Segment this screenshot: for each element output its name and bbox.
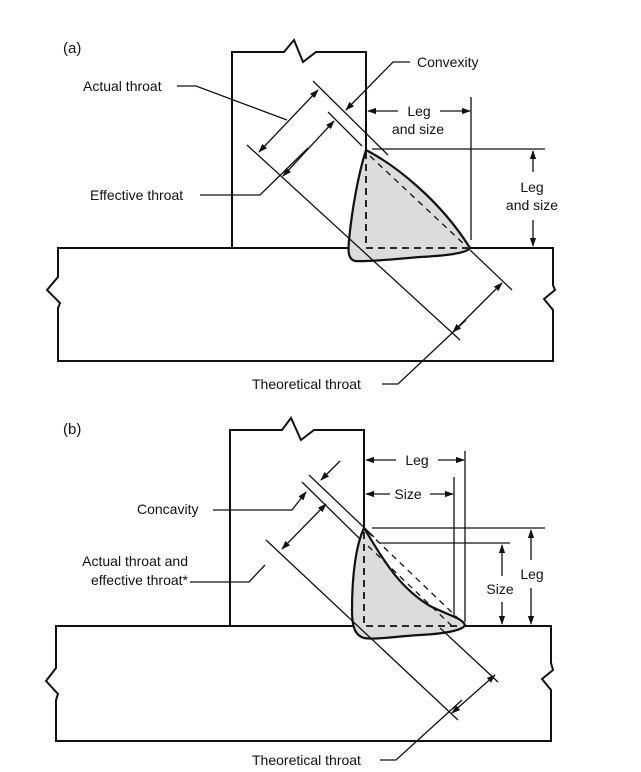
panel-a: (a) Actual throat Effective throat Conve…	[45, 38, 558, 392]
theoretical-throat-dimension-b	[451, 674, 496, 714]
actual-effective-throat-label-1: Actual throat and	[82, 553, 188, 569]
base-plate-b	[44, 625, 555, 742]
concavity-extension-outer	[301, 481, 361, 540]
theoretical-triangle-b	[363, 532, 458, 627]
theoretical-triangle-a	[365, 152, 468, 249]
effective-throat-leader	[200, 147, 309, 196]
leg-h-label-b: Leg	[405, 452, 428, 468]
weld-toe-extension-a	[469, 249, 513, 291]
theoretical-throat-extension-a	[246, 144, 461, 341]
actual-effective-throat-leader	[190, 564, 266, 583]
panel-b: (b) Concavity Actual throat and effectiv…	[44, 416, 555, 768]
concave-weld-bead	[350, 525, 467, 640]
theoretical-throat-extension-b	[265, 539, 459, 721]
leg-h-label-2: and size	[392, 121, 444, 137]
theoretical-hypotenuse-b-size	[367, 545, 453, 627]
size-h-label-b: Size	[394, 486, 421, 502]
convex-weld-bead	[347, 148, 472, 263]
leg-v-label-1: Leg	[520, 179, 543, 195]
panel-b-tag: (b)	[63, 421, 81, 438]
concavity-label: Concavity	[137, 501, 198, 517]
theoretical-throat-label-b: Theoretical throat	[252, 752, 361, 768]
leg-v-label-b: Leg	[520, 566, 543, 582]
effective-throat-extension-a	[327, 111, 363, 147]
actual-throat-dimension-a	[258, 89, 319, 153]
actual-throat-label: Actual throat	[83, 78, 162, 94]
base-plate-a	[45, 247, 557, 362]
theoretical-throat-leader-a	[382, 319, 467, 385]
leg-h-label-1: Leg	[407, 103, 430, 119]
concavity-leader	[213, 491, 307, 511]
effective-throat-label: Effective throat	[90, 187, 183, 203]
actual-effective-throat-dimension-b	[281, 503, 327, 550]
actual-throat-leader	[177, 85, 288, 121]
actual-effective-throat-label-2: effective throat*	[91, 572, 189, 588]
leg-v-label-2: and size	[506, 197, 558, 213]
theoretical-throat-leader-b	[380, 699, 463, 761]
vertical-plate-a	[231, 38, 367, 248]
theoretical-throat-label-a: Theoretical throat	[252, 376, 361, 392]
effective-throat-dimension-a	[282, 120, 335, 177]
theoretical-hypotenuse-b-leg	[367, 531, 465, 625]
concavity-arrow	[320, 460, 341, 481]
vertical-plate-b	[229, 416, 365, 626]
size-v-label-b: Size	[486, 581, 513, 597]
actual-throat-extension-a	[312, 80, 389, 156]
convexity-leader	[345, 61, 410, 111]
panel-a-tag: (a)	[63, 40, 81, 57]
convexity-label: Convexity	[417, 54, 478, 70]
concavity-extension-inner	[308, 474, 375, 538]
weld-toe-extension-b	[439, 627, 499, 683]
